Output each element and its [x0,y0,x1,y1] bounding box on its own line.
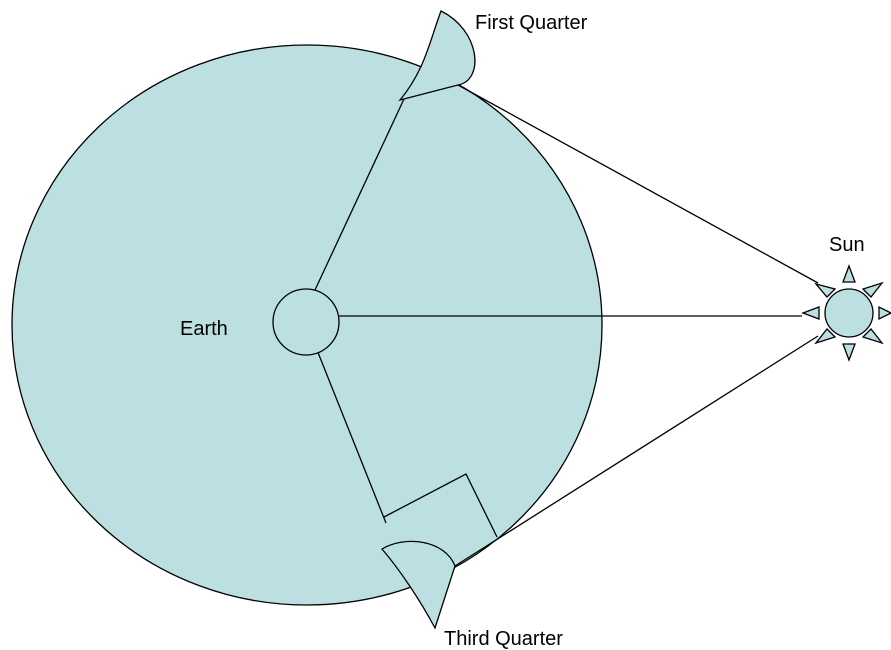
sun-icon [801,264,891,362]
earth-third-quarter-line [316,349,387,524]
sun-label: Sun [829,234,865,256]
sun-ray [814,282,837,298]
right-angle-marker [383,473,498,538]
first-quarter-moon-icon [398,10,476,102]
sun-disc [824,288,874,338]
sun-ray [878,305,891,321]
sun-ray [801,306,820,320]
sun-ray [814,328,837,345]
first-quarter-sun-line [457,84,819,284]
earth-first-quarter-line [314,98,405,291]
sun-ray [861,328,884,345]
sun-ray [842,264,856,283]
earth-label: Earth [180,318,228,340]
sun-ray [861,281,884,298]
first-quarter-label: First Quarter [475,12,588,34]
third-quarter-sun-line [454,335,819,567]
earth-circle [272,288,340,356]
third-quarter-moon-icon [381,540,456,630]
sun-ray [842,343,856,362]
third-quarter-label: Third Quarter [444,628,563,650]
